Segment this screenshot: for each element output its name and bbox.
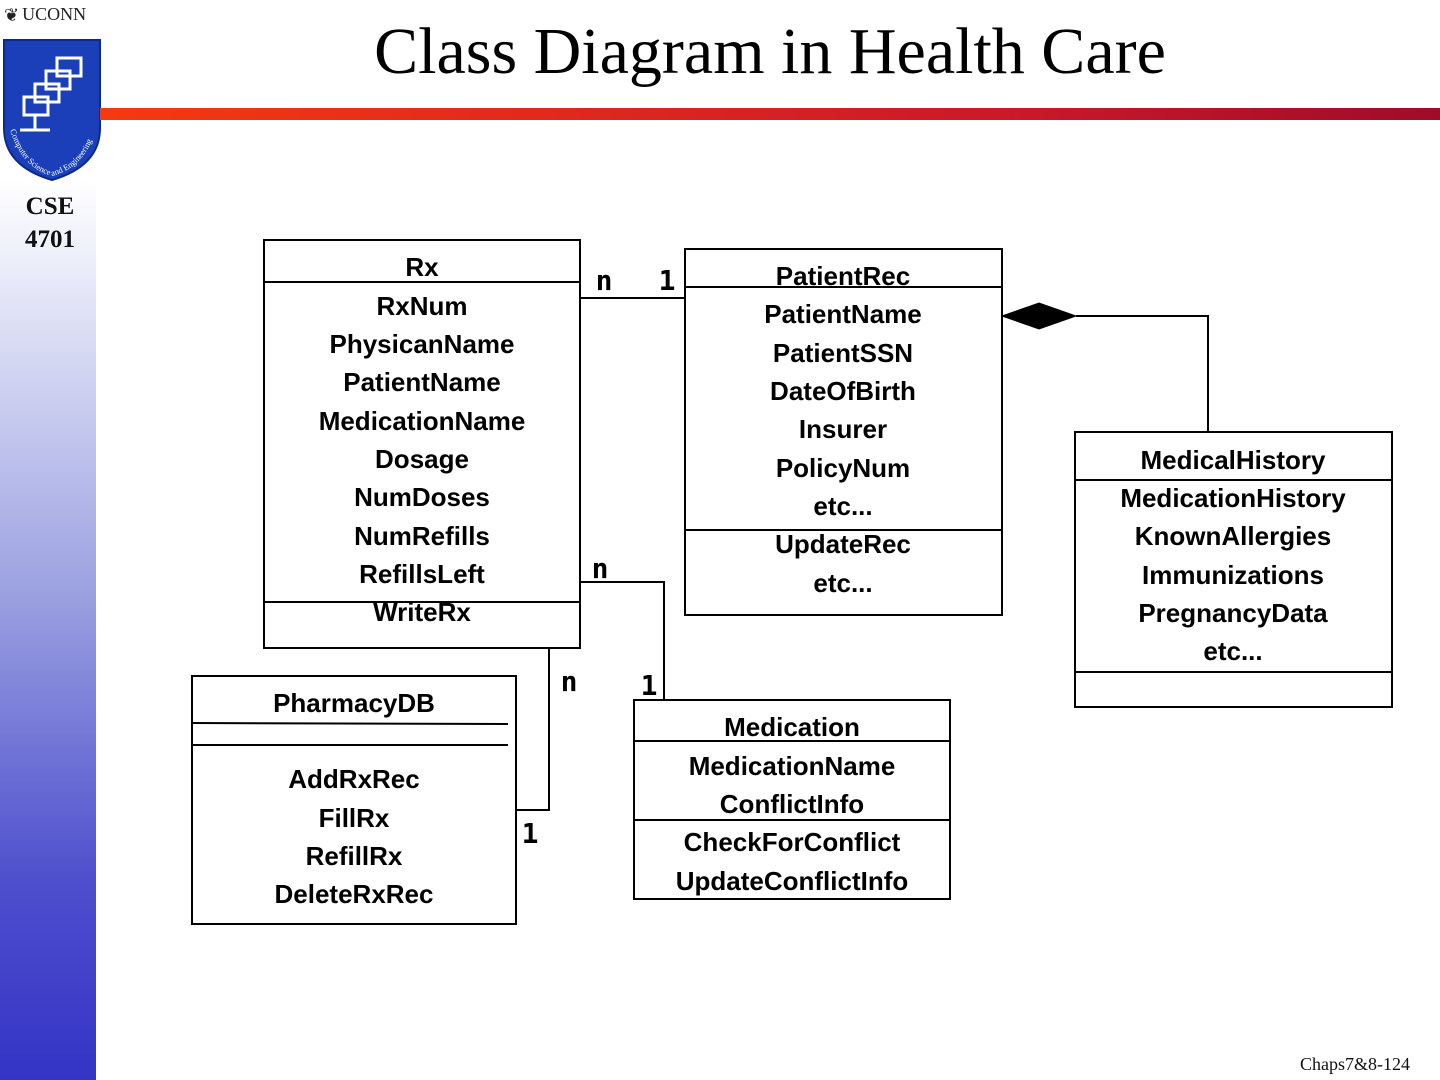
medication-class-name: Medication (724, 712, 860, 742)
assoc-rx-medication (580, 581, 665, 700)
medication-op: CheckForConflict (684, 827, 901, 857)
pharmacydb-op: AddRxRec (288, 764, 419, 794)
pharmacydb-class-name: PharmacyDB (273, 688, 435, 718)
mult-rx-pharmacydb-1: 1 (522, 817, 539, 850)
rx-attr: RxNum (376, 291, 467, 321)
slide-number: Chaps7&8-124 (1300, 1054, 1410, 1074)
rx-attr: NumRefills (354, 521, 490, 551)
mult-rx-patientrec-n: n (596, 264, 613, 297)
rx-class-box (263, 239, 581, 649)
pharmacydb-op: FillRx (319, 803, 390, 833)
medication-attr: ConflictInfo (720, 789, 864, 819)
rx-class-name: Rx (405, 252, 439, 282)
patientrec-op: etc... (813, 568, 872, 598)
medicalhistory-attr: etc... (1203, 636, 1262, 666)
patientrec-attr: DateOfBirth (770, 376, 916, 406)
mult-rx-pharmacydb-n: n (561, 665, 578, 698)
mult-rx-medication-1: 1 (641, 669, 658, 702)
course-label: CSE 4701 (0, 190, 100, 256)
patientrec-attr: PolicyNum (776, 453, 910, 483)
patientrec-class-name: PatientRec (776, 261, 910, 291)
pharmacydb-op: DeleteRxRec (275, 879, 434, 909)
medication-class-box (633, 699, 951, 900)
composition-diamond (1000, 302, 1078, 330)
medicalhistory-class-box (1074, 431, 1393, 708)
rx-op: WriteRx (373, 597, 471, 627)
mult-rx-patientrec-1: 1 (659, 264, 676, 297)
uconn-logo: ❦ UCONN (4, 4, 86, 25)
sidebar: ❦ UCONN Computer Science and Engineering… (0, 0, 101, 1080)
rx-attr: PhysicanName (330, 329, 515, 359)
oak-leaf-icon: ❦ (4, 4, 20, 25)
uconn-logo-text: UCONN (22, 4, 87, 24)
patientrec-attr: Insurer (799, 414, 887, 444)
title-bar (100, 108, 1440, 120)
rx-attr: Dosage (375, 444, 469, 474)
patientrec-attr: PatientSSN (773, 338, 913, 368)
patientrec-attr: PatientName (764, 299, 922, 329)
rx-attr: RefillsLeft (359, 559, 485, 589)
patientrec-op: UpdateRec (775, 529, 911, 559)
rx-attr: NumDoses (354, 482, 490, 512)
medication-attr: MedicationName (689, 751, 896, 781)
medicalhistory-attr: MedicationHistory (1120, 483, 1346, 513)
course-code: CSE (25, 193, 75, 220)
pharmacydb-class-divider-1 (191, 722, 509, 725)
course-number: 4701 (25, 226, 75, 253)
medication-op: UpdateConflictInfo (676, 866, 909, 896)
mult-rx-medication-n: n (592, 552, 609, 585)
medicalhistory-attr: Immunizations (1142, 560, 1324, 590)
assoc-patientrec-medicalhistory (1076, 315, 1209, 432)
medicalhistory-attr: KnownAllergies (1135, 521, 1331, 551)
rx-attr: MedicationName (319, 406, 526, 436)
cse-shield-logo: Computer Science and Engineering (3, 39, 101, 182)
patientrec-attr: etc... (813, 491, 872, 521)
patientrec-class-box (684, 248, 1003, 616)
pharmacydb-op: RefillRx (306, 841, 403, 871)
rx-attr: PatientName (343, 367, 501, 397)
page-title: Class Diagram in Health Care (374, 15, 1166, 88)
pharmacydb-class-box (191, 675, 517, 925)
assoc-rx-pharmacydb (516, 648, 550, 811)
medicalhistory-class-name: MedicalHistory (1141, 445, 1326, 475)
medicalhistory-attr: PregnancyData (1138, 598, 1328, 628)
